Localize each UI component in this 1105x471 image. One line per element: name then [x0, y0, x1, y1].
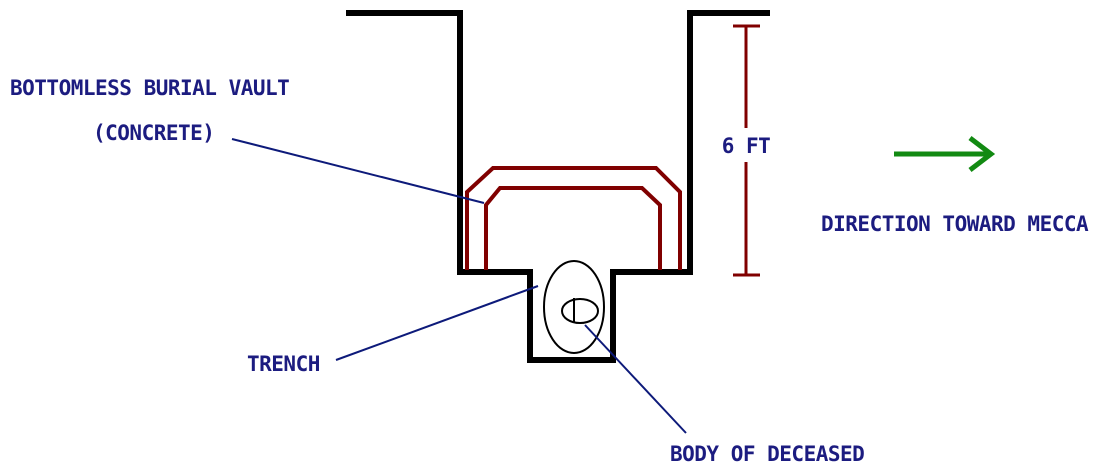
- vault-leader: [231, 138, 485, 204]
- dimension-label-bg: [726, 128, 768, 162]
- burial-vault: [465, 166, 682, 270]
- vault-inner-wall: [484, 186, 662, 270]
- vault-outer-wall: [465, 166, 682, 270]
- vault-label-line1: BOTTOMLESS BURIAL VAULT: [10, 76, 289, 100]
- body-shroud: [543, 260, 605, 354]
- leader-lines: [231, 138, 687, 434]
- grave-outline: [346, 10, 770, 363]
- direction-label: DIRECTION TOWARD MECCA: [821, 212, 1089, 236]
- trench-label: TRENCH: [247, 352, 320, 376]
- deceased-body: [543, 260, 605, 354]
- height-label: 6 FT: [722, 134, 771, 158]
- body-head: [561, 298, 599, 324]
- right-arrow-icon: [894, 136, 996, 172]
- trench-leader: [335, 285, 539, 361]
- body-leader: [584, 324, 687, 434]
- vault-label-line2: (CONCRETE): [93, 121, 214, 145]
- body-label: BODY OF DECEASED: [670, 442, 864, 466]
